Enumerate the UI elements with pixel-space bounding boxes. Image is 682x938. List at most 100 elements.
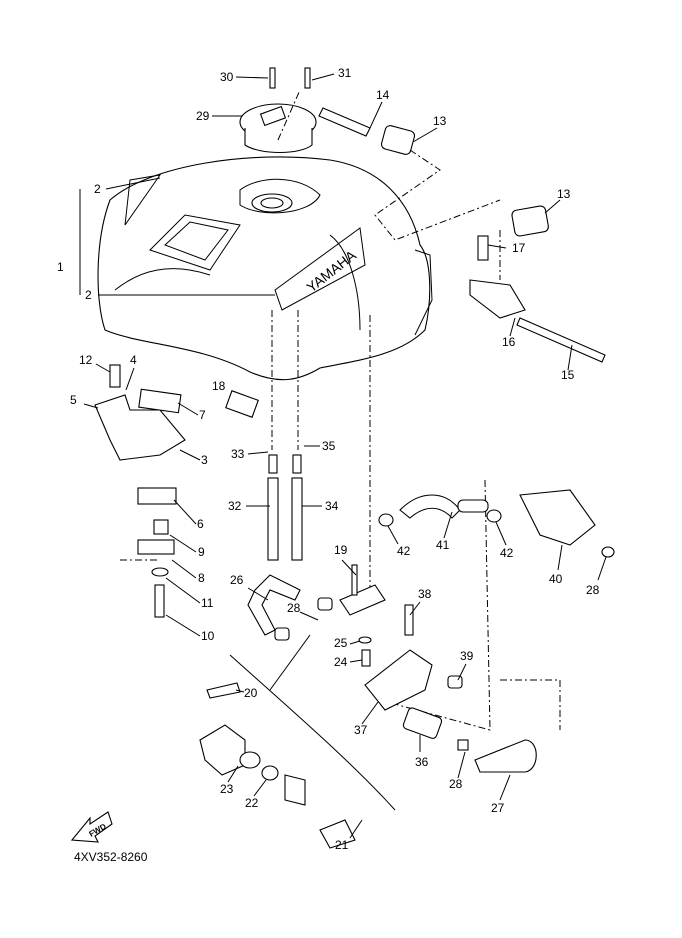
callout-38: 38	[418, 587, 432, 601]
damper	[380, 125, 416, 155]
leader-line	[544, 199, 561, 214]
leader-line	[487, 244, 507, 249]
leader-line	[171, 559, 197, 579]
callout-32: 32	[228, 499, 242, 513]
leader-line	[369, 101, 383, 129]
callout-14: 14	[376, 88, 390, 102]
callout-27: 27	[491, 801, 505, 815]
fuel-cock	[199, 724, 246, 776]
callout-28: 28	[287, 601, 301, 615]
leader-line	[165, 614, 201, 637]
callout-20: 20	[244, 686, 258, 700]
callout-2: 2	[85, 288, 92, 302]
callout-1: 1	[57, 260, 64, 274]
callout-28: 28	[586, 583, 600, 597]
leader-line	[83, 403, 99, 409]
hose	[399, 494, 461, 519]
leader-line	[495, 521, 507, 546]
hose	[247, 574, 301, 636]
fuel-pump	[519, 489, 596, 546]
callout-24: 24	[334, 655, 348, 669]
callout-40: 40	[549, 572, 563, 586]
callout-34: 34	[325, 499, 339, 513]
callout-41: 41	[436, 538, 450, 552]
leader-line	[169, 534, 197, 553]
leader-line	[349, 659, 363, 663]
filler-cap	[239, 67, 317, 153]
leader-line	[409, 601, 421, 616]
fuel-cock	[339, 584, 386, 616]
leader-line	[95, 363, 111, 373]
callout-3: 3	[201, 453, 208, 467]
callout-36: 36	[415, 755, 429, 769]
callout-10: 10	[201, 629, 215, 643]
callout-42: 42	[397, 544, 411, 558]
leader-line	[227, 765, 239, 783]
callout-19: 19	[334, 543, 348, 557]
leader-line	[457, 663, 467, 681]
leader-line	[457, 751, 466, 779]
leader-line	[177, 402, 199, 416]
callout-29: 29	[196, 109, 210, 123]
leader-line	[311, 73, 335, 81]
bolt	[516, 317, 606, 363]
fuel-pump-bracket	[364, 649, 433, 711]
leader-line	[443, 511, 453, 539]
callout-15: 15	[561, 368, 575, 382]
callout-22: 22	[245, 796, 259, 810]
callout-12: 12	[79, 353, 93, 367]
leader-line	[349, 640, 361, 645]
breather-pipe	[318, 107, 371, 137]
leader-line	[173, 499, 197, 525]
callout-9: 9	[198, 545, 205, 559]
damper	[511, 205, 549, 237]
leader-line	[247, 587, 269, 601]
callout-31: 31	[338, 66, 352, 80]
leader-line	[247, 451, 269, 455]
bracket	[469, 279, 526, 319]
callout-33: 33	[231, 447, 245, 461]
leader-line	[105, 177, 161, 190]
callout-2: 2	[94, 182, 101, 196]
callout-28: 28	[449, 777, 463, 791]
callout-17: 17	[512, 241, 526, 255]
callout-7: 7	[199, 408, 206, 422]
leader-line	[499, 774, 511, 801]
hose	[267, 477, 279, 561]
hose	[291, 477, 303, 561]
leader-line	[412, 127, 438, 143]
fwd-arrow-icon: FWD	[70, 811, 113, 843]
callout-13: 13	[433, 114, 447, 128]
bolt	[477, 235, 489, 261]
leader-line	[361, 701, 379, 725]
leader-line	[387, 525, 399, 545]
leader-line	[125, 367, 135, 391]
leader-line	[567, 344, 573, 371]
callout-26: 26	[230, 573, 244, 587]
callout-23: 23	[220, 782, 234, 796]
gasket	[206, 682, 241, 699]
callout-39: 39	[460, 649, 474, 663]
hose	[474, 739, 537, 773]
fuel-tank: YAMAHA	[97, 156, 433, 381]
callout-25: 25	[334, 636, 348, 650]
callout-16: 16	[502, 335, 516, 349]
leader-line	[235, 689, 245, 693]
callout-37: 37	[354, 723, 368, 737]
leader-line	[253, 779, 267, 797]
callout-11: 11	[201, 596, 214, 610]
leader-line	[597, 556, 607, 581]
callout-35: 35	[322, 439, 336, 453]
callout-4: 4	[130, 353, 137, 367]
leader-line	[179, 449, 201, 461]
leader-line	[165, 577, 201, 604]
callout-8: 8	[198, 571, 205, 585]
leader-line	[341, 559, 357, 576]
drawing-code: 4XV352-8260	[74, 850, 148, 864]
callout-18: 18	[212, 379, 226, 393]
leader-line	[299, 611, 319, 621]
leader-line	[557, 544, 563, 571]
leader-line	[235, 76, 269, 79]
